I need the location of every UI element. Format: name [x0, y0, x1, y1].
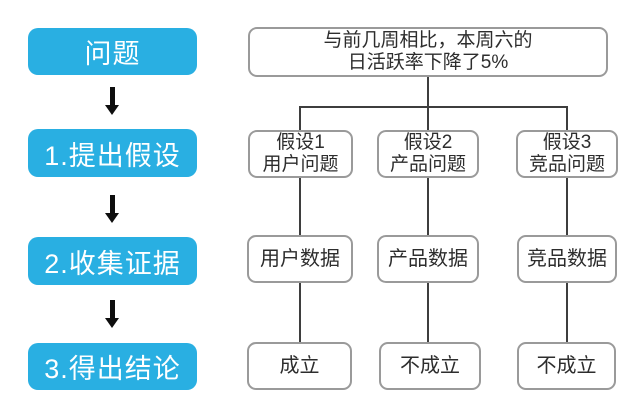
- evidence-1-box: 用户数据: [247, 235, 353, 283]
- hypothesis-1-title: 假设1: [276, 132, 325, 153]
- down-arrow-icon: [105, 195, 119, 223]
- conclusion-3-label: 不成立: [536, 354, 597, 377]
- hypothesis-3-box: 假设3 竞品问题: [516, 130, 618, 178]
- evidence-2-label: 产品数据: [388, 247, 468, 270]
- hypothesis-1-box: 假设1 用户问题: [248, 130, 353, 178]
- arrow-stem: [109, 87, 115, 105]
- evidence-2-box: 产品数据: [377, 235, 479, 283]
- problem-statement-line2: 日活跃率下降了5%: [347, 52, 509, 73]
- connector-line: [299, 178, 301, 235]
- down-arrow-icon: [105, 300, 119, 328]
- hypothesis-2-label: 产品问题: [389, 154, 466, 175]
- connector-line: [427, 178, 429, 235]
- node-problem: 问题: [28, 28, 197, 75]
- hypothesis-3-label: 竞品问题: [528, 154, 605, 175]
- connector-line: [427, 283, 429, 342]
- conclusion-1-box: 成立: [247, 342, 352, 390]
- connector-line: [566, 283, 568, 342]
- problem-statement-box: 与前几周相比，本周六的 日活跃率下降了5%: [248, 27, 608, 77]
- evidence-1-label: 用户数据: [260, 247, 340, 270]
- connector-line: [299, 106, 568, 108]
- conclusion-1-label: 成立: [279, 354, 320, 377]
- conclusion-2-box: 不成立: [379, 342, 481, 390]
- connector-line: [566, 106, 568, 130]
- hypothesis-2-title: 假设2: [403, 132, 453, 153]
- connector-line: [566, 178, 568, 235]
- connector-line: [299, 106, 301, 130]
- node-step-1-propose-hypothesis: 1.提出假设: [28, 129, 197, 177]
- connector-line: [427, 77, 429, 130]
- arrow-head: [105, 213, 119, 223]
- arrow-head: [105, 105, 119, 115]
- arrow-head: [105, 318, 119, 328]
- hypothesis-2-box: 假设2 产品问题: [377, 130, 479, 178]
- arrow-stem: [109, 195, 115, 213]
- hypothesis-3-title: 假设3: [542, 132, 592, 153]
- down-arrow-icon: [105, 87, 119, 115]
- node-step-3-draw-conclusion: 3.得出结论: [28, 343, 197, 390]
- problem-statement-line1: 与前几周相比，本周六的: [323, 30, 533, 51]
- evidence-3-label: 竞品数据: [527, 247, 607, 270]
- arrow-stem: [109, 300, 115, 318]
- conclusion-3-box: 不成立: [517, 342, 616, 390]
- node-step-2-collect-evidence: 2.收集证据: [28, 237, 197, 285]
- hypothesis-1-label: 用户问题: [262, 154, 339, 175]
- conclusion-2-label: 不成立: [400, 354, 460, 377]
- connector-line: [299, 283, 301, 342]
- evidence-3-box: 竞品数据: [517, 235, 617, 283]
